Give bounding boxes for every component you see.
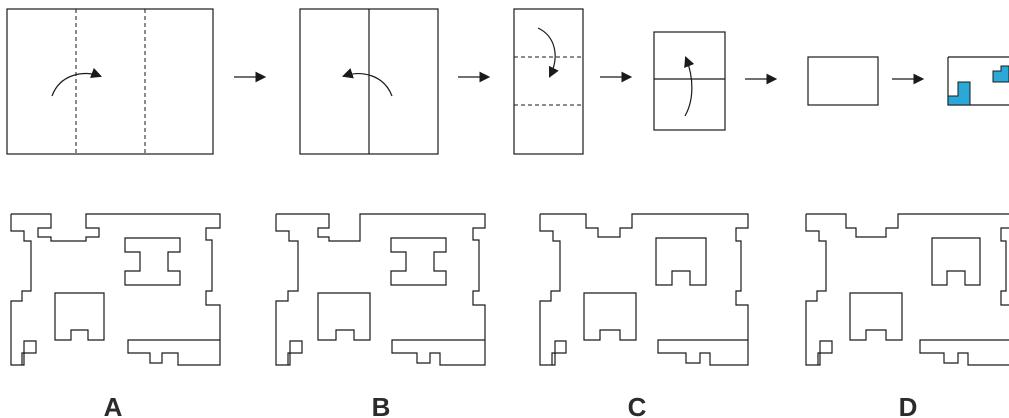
fold-step-4 [653, 31, 726, 131]
option-label: C [628, 392, 647, 418]
cut-notch-right [992, 65, 1009, 83]
folding-steps [6, 8, 1009, 155]
fold-arrow-icon [684, 55, 695, 117]
option-c[interactable]: C [539, 213, 749, 418]
option-d[interactable]: D [805, 213, 1009, 418]
fold-step-2 [299, 8, 439, 155]
option-a[interactable]: A [10, 213, 221, 418]
fold-arrow-icon [537, 27, 559, 78]
fold-step-5 [807, 56, 879, 106]
option-b[interactable]: B [275, 213, 486, 418]
option-label: B [372, 392, 391, 418]
cut-notch-left [947, 81, 971, 106]
option-label: A [104, 392, 123, 418]
fold-step-1 [6, 8, 214, 155]
option-label: D [899, 392, 918, 418]
fold-step-3 [513, 8, 584, 155]
fold-arrow-icon [341, 68, 393, 97]
fold-step-6-cut [947, 56, 1009, 106]
fold-arrow-icon [51, 67, 103, 97]
